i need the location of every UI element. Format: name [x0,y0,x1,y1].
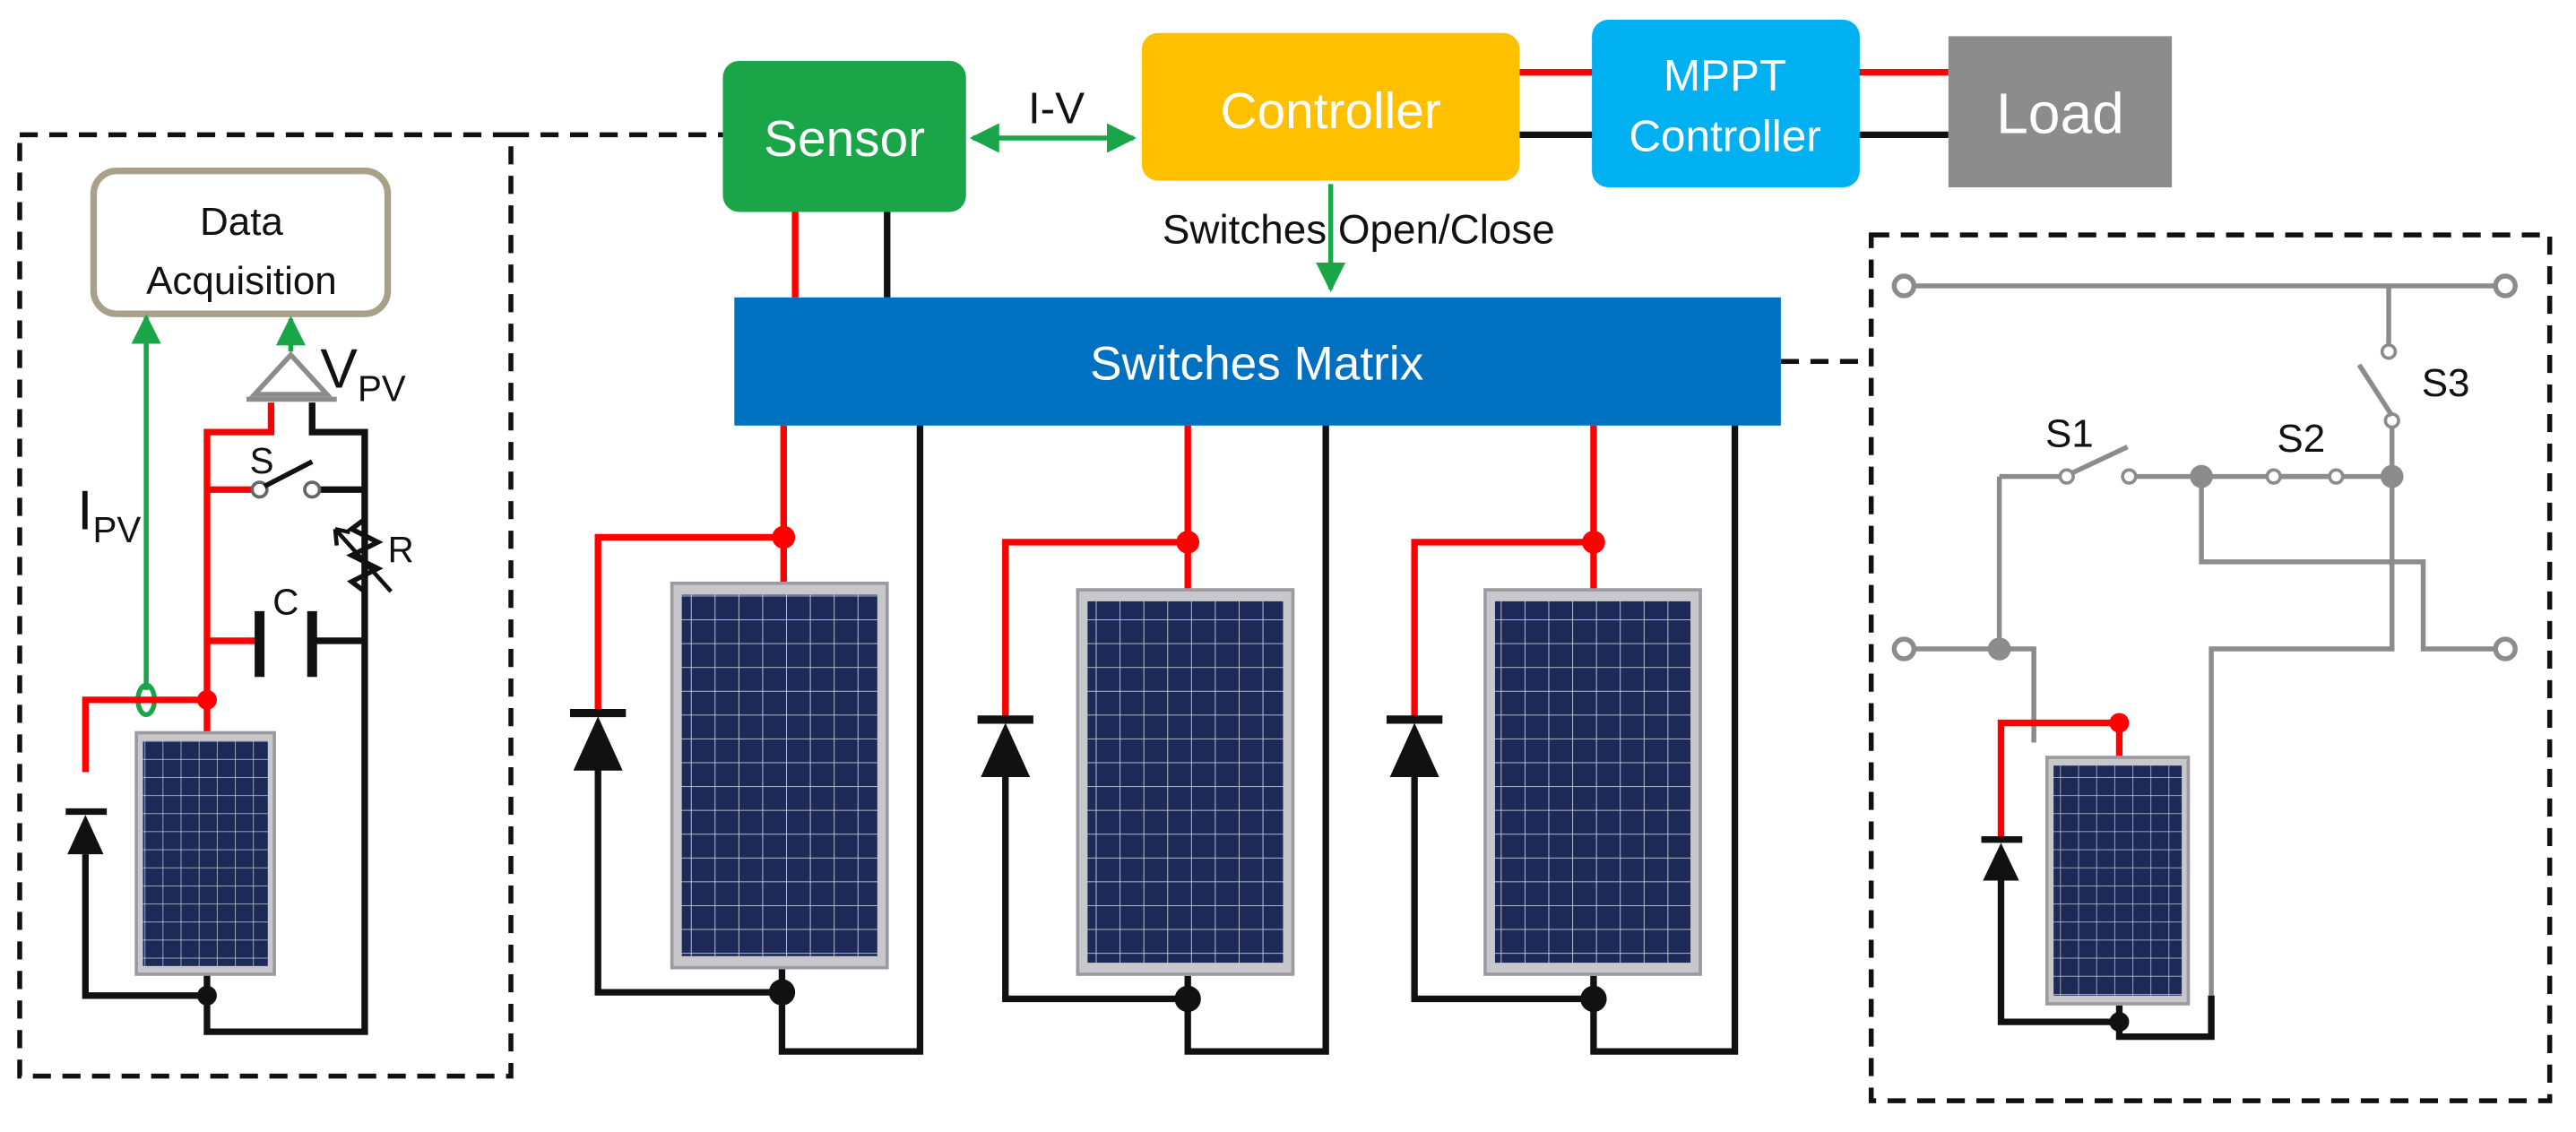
solar-panel-icon [2044,756,2191,1006]
pv-module-2 [977,425,1329,1055]
switch-s1-label: S1 [2045,412,2094,456]
data-acquisition-line1: Data [200,200,283,244]
sensor-block: Sensor [722,60,966,212]
iv-label: I-V [1028,84,1085,134]
diode-icon [1386,715,1443,778]
data-acquisition-box [90,168,392,317]
capacitor-label: C [272,582,298,623]
vpv-label: VPV [320,339,405,410]
switches-matrix-box [734,297,1781,426]
voltage-sensor-icon [246,350,337,402]
diode-icon [977,715,1033,778]
solar-panel-icon [1076,588,1295,976]
power-wires [1514,69,1949,139]
diode-icon [1981,836,2023,881]
solar-panel-icon [670,581,889,970]
resistor-icon [333,517,393,594]
sensor-box [722,60,966,212]
solar-panel-icon [134,730,276,976]
switch-s3-icon [2356,343,2400,429]
switches-matrix-label: Switches Matrix [1090,337,1423,390]
switch-s-icon [250,459,322,499]
mppt-label-line2: Controller [1629,112,1820,161]
diode-icon [570,708,627,771]
solar-panel-icon [1483,588,1702,976]
measurement-circuit: Data Acquisition IPV VPV S [65,168,414,1035]
controller-block: Controller [1141,32,1520,181]
iv-link: I-V [969,84,1137,153]
capacitor-icon [255,610,317,678]
pv-module-1 [570,425,924,1055]
load-block: Load [1948,36,2173,188]
controller-label: Controller [1221,83,1441,140]
switch-s3-label: S3 [2422,361,2470,405]
sensor-label: Sensor [764,111,925,168]
switch-detail: S1 S2 S3 [1891,273,2518,1041]
dashed-outlines [17,132,2553,1103]
load-label: Load [1996,82,2124,146]
switch-s-label: S [250,440,274,481]
mppt-box [1592,20,1860,188]
controller-box [1141,32,1520,181]
switches-matrix-block: Switches Matrix [734,297,1781,426]
data-acquisition-line2: Acquisition [146,259,337,303]
resistor-label: R [388,529,414,570]
switch-s1-icon [2058,445,2138,485]
switch-command-link: Switches Open/Close [1163,184,1555,292]
switch-s2-icon [2265,468,2345,485]
switch-s2-label: S2 [2277,417,2325,461]
load-box [1948,36,2173,188]
measurement-circuit-outline [17,132,514,1079]
diode-icon [65,808,108,855]
switch-detail-outline [1868,232,2553,1103]
mppt-block: MPPT Controller [1592,20,1860,188]
mppt-label-line1: MPPT [1664,51,1786,100]
pv-module-3 [1386,425,1739,1055]
switches-open-close-label: Switches Open/Close [1163,206,1555,252]
ipv-label: IPV [77,480,141,550]
